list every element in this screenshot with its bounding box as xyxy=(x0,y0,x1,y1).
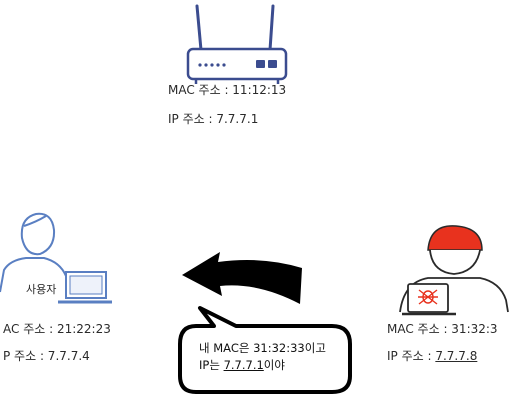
user-laptop-icon xyxy=(58,271,112,304)
speech-bubble xyxy=(178,306,352,394)
arrow-icon xyxy=(182,252,302,304)
router-ip-label: IP 주소 : 7.7.7.1 xyxy=(168,112,259,126)
user-mac-label: AC 주소 : 21:22:23 xyxy=(3,322,111,336)
speech-line-2-prefix: IP는 xyxy=(199,358,224,372)
user-person-icon xyxy=(0,212,71,293)
attacker-mac-label: MAC 주소 : 31:32:3 xyxy=(387,322,498,336)
router-mac-label: MAC 주소 : 11:12:13 xyxy=(168,83,287,97)
user-tag: 사용자 xyxy=(26,283,57,296)
speech-line-2: IP는 7.7.7.1이야 xyxy=(199,357,285,373)
speech-line-1: 내 MAC은 31:32:33이고 xyxy=(199,341,326,355)
attacker-laptop-icon xyxy=(402,283,456,316)
attacker-ip-prefix: IP 주소 : xyxy=(387,349,436,363)
user-ip-label: P 주소 : 7.7.7.4 xyxy=(3,349,90,363)
router-icon xyxy=(186,4,288,84)
attacker-person-icon xyxy=(399,225,509,313)
virus-icon xyxy=(418,289,438,305)
attacker-ip-value: 7.7.7.8 xyxy=(435,349,478,363)
speech-line-2-suffix: 이야 xyxy=(263,358,285,372)
attacker-ip-label: IP 주소 : 7.7.7.8 xyxy=(387,347,477,364)
speech-ip-value: 7.7.7.1 xyxy=(223,358,264,372)
